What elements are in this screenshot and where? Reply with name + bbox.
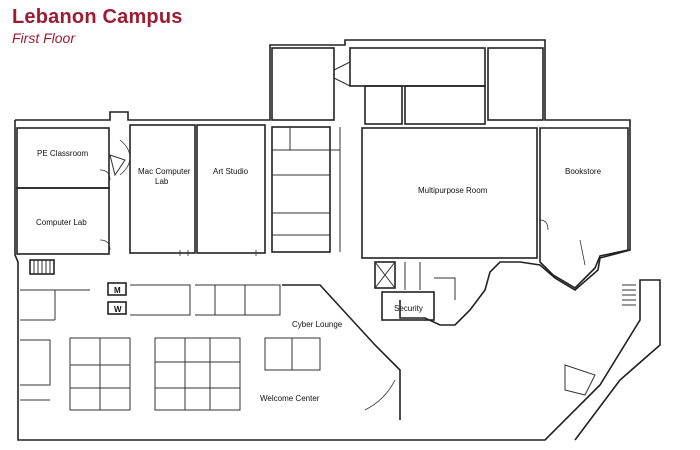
elevator-cross [374, 261, 396, 289]
west-entry [109, 154, 126, 177]
lab-doors [99, 169, 111, 251]
north-connector [333, 61, 351, 87]
room-pe-classroom [16, 127, 110, 189]
room-bookstore [539, 127, 629, 290]
stairs-east [622, 284, 636, 306]
label-multipurpose: Multipurpose Room [418, 186, 488, 195]
center-block [271, 126, 331, 253]
label-mac-lab-1: Mac Computer [138, 167, 191, 176]
room-north-east [487, 47, 544, 121]
bookstore-doors [539, 219, 586, 266]
label-cyber-lounge: Cyber Lounge [292, 320, 343, 329]
office-cluster-3 [264, 337, 321, 371]
room-north-west [271, 47, 335, 121]
studio-doors [119, 139, 257, 256]
office-cluster-2 [154, 337, 241, 411]
south-row-walls [20, 284, 281, 321]
room-computer-lab [16, 187, 110, 255]
label-welcome-center: Welcome Center [260, 394, 320, 403]
floor-subtitle: First Floor [12, 30, 75, 46]
east-entry [564, 364, 596, 396]
room-security [381, 291, 435, 321]
center-block-walls [272, 127, 341, 252]
welcome-curve [364, 379, 396, 411]
room-north-center [349, 47, 486, 87]
label-womens: W [114, 305, 122, 314]
label-pe-classroom: PE Classroom [37, 149, 88, 158]
label-bookstore: Bookstore [565, 167, 602, 176]
restroom-m [107, 282, 127, 296]
elevator [374, 261, 396, 289]
restroom-w [107, 301, 127, 315]
label-computer-lab: Computer Lab [36, 218, 87, 227]
room-multipurpose [361, 127, 538, 259]
building-outline [14, 39, 661, 441]
room-art-studio [196, 124, 266, 254]
security-walls [404, 262, 456, 300]
label-mac-lab-2: Lab [155, 177, 169, 186]
label-mens: M [114, 286, 121, 295]
room-small-b [404, 85, 486, 125]
label-security: Security [394, 304, 423, 313]
label-art-studio: Art Studio [213, 167, 249, 176]
office-cluster-1 [69, 337, 131, 411]
room-mac-lab [129, 124, 196, 254]
stairs-west-treads [33, 260, 51, 274]
cyber-lounge-wall [282, 284, 401, 420]
map-title: Lebanon Campus [12, 6, 183, 28]
room-small-a [364, 85, 403, 125]
office-west [20, 339, 51, 401]
